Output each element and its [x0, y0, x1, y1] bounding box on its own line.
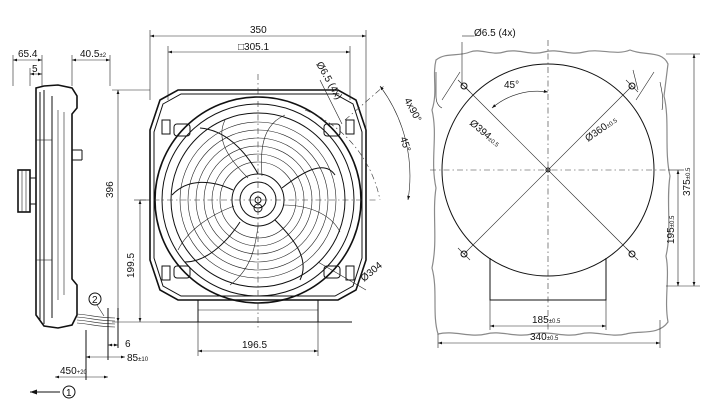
- dim-inner-185: 185±0.5: [532, 315, 561, 326]
- cutout-plate: [431, 49, 671, 336]
- svg-text:2: 2: [92, 295, 98, 306]
- side-view-body: [17, 84, 83, 329]
- svg-text:1: 1: [66, 388, 72, 399]
- front-view-centerlines: [140, 74, 385, 330]
- dim-diameter-304: Ø304: [359, 260, 385, 284]
- front-view: 350 □305.1 Ø6.5 (4x) 396 199.5 196.5 4x9…: [105, 25, 423, 356]
- dim-cable-gap-6: 6: [125, 339, 131, 350]
- front-view-blades: [171, 114, 341, 286]
- dim-width-350: 350: [250, 25, 267, 36]
- dim-angle-45-front: 45°: [397, 136, 412, 154]
- dim-bottom-196-5: 196.5: [242, 340, 267, 351]
- dim-flange-40: 40.5±2: [80, 49, 107, 60]
- dim-height-375: 375±0.5: [682, 167, 693, 196]
- cutout-centerlines: [430, 40, 668, 330]
- dim-angle-45-cutout: 45°: [504, 80, 519, 91]
- dim-hole-6-5: Ø6.5 (4x): [313, 60, 343, 102]
- cutout-view: Ø6.5 (4x) 45° Ø394±0.5 Ø360±0.5 375±0.5 …: [430, 28, 700, 348]
- side-view: 65.4 5 40.5±2 2 6 85±10 450+20 1: [12, 49, 149, 399]
- dim-angle-4x90: 4x90°: [401, 96, 423, 124]
- dim-depth-65: 65.4: [18, 49, 38, 60]
- dim-dia-394: Ø394±0.5: [467, 118, 502, 150]
- front-view-mounting-holes: [161, 119, 355, 281]
- balloon-2: 2: [88, 292, 105, 317]
- dim-lead-len-450: 450+20: [60, 366, 88, 377]
- side-view-cables: [76, 308, 119, 380]
- dim-height-396: 396: [105, 181, 116, 198]
- dim-cable-len-85: 85±10: [127, 353, 149, 364]
- dim-center-199-5: 199.5: [126, 253, 137, 278]
- dim-hole-6-5-cutout: Ø6.5 (4x): [474, 28, 516, 39]
- balloon-1: 1: [30, 385, 76, 399]
- dim-offset-5: 5: [32, 64, 38, 75]
- dim-outer-340: 340±0.5: [530, 332, 559, 343]
- dim-half-195: 195±0.5: [666, 215, 677, 244]
- dim-square-305: □305.1: [238, 42, 270, 53]
